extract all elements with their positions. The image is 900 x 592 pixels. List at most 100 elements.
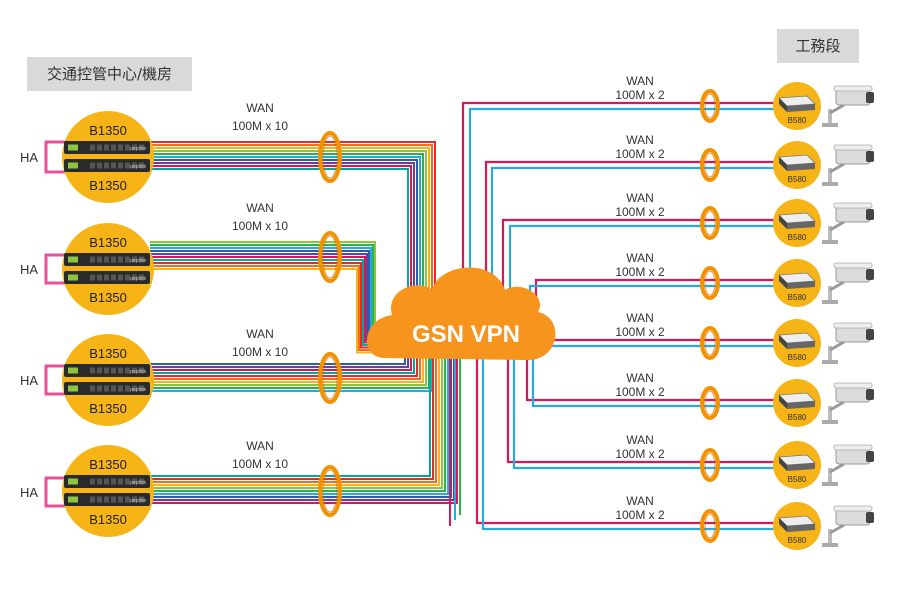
bundle-ring-icon-shade [704, 210, 716, 236]
field-site: B580 [773, 441, 874, 489]
device-side [779, 518, 787, 532]
camera-lens [866, 451, 874, 462]
field-site: B580 [773, 141, 874, 189]
device-brand: peplink [130, 258, 146, 264]
camera-mount [828, 346, 832, 364]
device-port [118, 144, 123, 151]
uplink-line [150, 330, 437, 483]
device-port [118, 385, 123, 392]
device-port [132, 162, 137, 169]
uplink-line-blue [528, 284, 780, 300]
device-port [125, 367, 130, 374]
field-router-label: B580 [788, 353, 807, 362]
security-camera-icon [822, 505, 874, 547]
camera-mount [828, 529, 832, 547]
device-brand: peplink [130, 480, 146, 486]
field-site: B580 [773, 319, 874, 367]
device-port [118, 478, 123, 485]
router-device-icon [778, 95, 816, 112]
ha-link [44, 364, 68, 396]
router-device-icon: peplink [64, 382, 150, 395]
device-led [68, 162, 78, 169]
camera-hood [833, 382, 873, 389]
vpn-cloud: GSN VPN [367, 267, 556, 360]
device-port [125, 256, 130, 263]
bundle-ring-icon [700, 206, 720, 240]
wan-label: WAN [626, 311, 654, 325]
device-port [125, 274, 130, 281]
camera-mount [828, 286, 832, 304]
field-site: B580 [773, 379, 874, 427]
router-device-icon: peplink [64, 271, 150, 284]
device-front [787, 524, 815, 532]
router-device-icon: peplink [64, 253, 150, 266]
field-router-label: B580 [788, 233, 807, 242]
router-model-label: B1350 [89, 346, 127, 361]
uplink-line [150, 141, 436, 330]
device-port [97, 496, 102, 503]
bundle-ring-icon [700, 448, 720, 482]
device-port [111, 162, 116, 169]
device-port [90, 367, 95, 374]
camera-hood [833, 505, 873, 512]
bundle-ring-icon-shade [322, 356, 338, 400]
device-port [97, 144, 102, 151]
device-led [68, 256, 78, 263]
field-router-label: B580 [788, 413, 807, 422]
wan-capacity-label: 100M x 2 [615, 447, 665, 461]
wan-capacity-label: 100M x 10 [232, 457, 288, 471]
router-device-icon: peplink [64, 159, 150, 172]
device-port [111, 385, 116, 392]
security-camera-icon [822, 444, 874, 486]
device-port [132, 274, 137, 281]
device-port [104, 144, 109, 151]
device-side [779, 457, 787, 471]
camera-arm [829, 462, 845, 474]
camera-base [822, 482, 838, 486]
device-port [111, 144, 116, 151]
device-port [125, 385, 130, 392]
wan-capacity-label: 100M x 2 [615, 325, 665, 339]
device-port [104, 162, 109, 169]
uplink-line [150, 147, 430, 330]
uplink-line [150, 330, 443, 489]
device-led [68, 496, 78, 503]
camera-base [822, 240, 838, 244]
wan-capacity-label: 100M x 2 [615, 88, 665, 102]
router-device-icon [778, 392, 816, 409]
device-front [787, 463, 815, 471]
uplink-line-blue [468, 107, 780, 300]
router-pair-disc [62, 445, 154, 537]
security-camera-icon [822, 322, 874, 364]
camera-mount [828, 168, 832, 186]
wan-capacity-label: 100M x 10 [232, 345, 288, 359]
device-port [111, 274, 116, 281]
bundle-ring-icon-shade [322, 135, 338, 179]
camera-lens [866, 209, 874, 220]
device-port [111, 367, 116, 374]
router-model-label: B1350 [89, 512, 127, 527]
camera-lens [866, 512, 874, 523]
camera-arm [829, 340, 845, 352]
uplink-line-blue [512, 340, 780, 470]
bundle-ring-icon-shade [704, 390, 716, 416]
device-port [111, 496, 116, 503]
device-side [779, 335, 787, 349]
uplink-line [150, 168, 409, 330]
bundle-ring-icon [318, 352, 342, 404]
router-device-icon: peplink [64, 141, 150, 154]
bundle-ring-icon-shade [704, 270, 716, 296]
field-router-label: B580 [788, 116, 807, 125]
camera-hood [833, 202, 873, 209]
device-led [68, 367, 78, 374]
ha-label: HA [20, 485, 38, 500]
device-port [118, 496, 123, 503]
bundle-ring-icon [700, 266, 720, 300]
device-led [68, 144, 78, 151]
device-port [90, 385, 95, 392]
camera-mount [828, 109, 832, 127]
